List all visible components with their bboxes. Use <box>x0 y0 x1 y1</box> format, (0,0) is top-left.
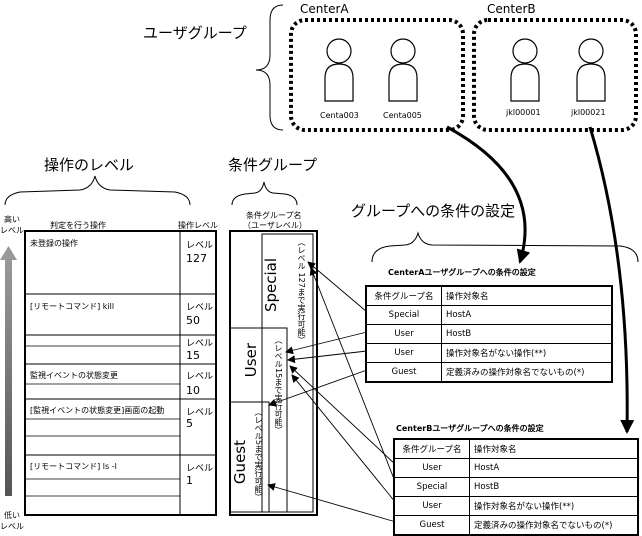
tableA-row-4-group: Guest <box>365 362 442 383</box>
tableA-row-1-group: Special <box>365 305 442 325</box>
op-row-1-level: 127 <box>186 252 207 265</box>
tableA-col1-header: 条件グループ名 <box>365 285 442 306</box>
centerA-name: CenterA <box>300 2 349 16</box>
op-row-5-level-label: レベル <box>186 408 214 418</box>
tableB-row-3-group: User <box>393 496 470 516</box>
tableA-row-2-group: User <box>365 324 442 344</box>
op-row-2-name: [リモートコマンド] kill <box>30 302 115 311</box>
centerB-name: CenterB <box>487 2 536 16</box>
tableA-row-3-group: User <box>365 343 442 363</box>
tableB-row-1-group: User <box>393 458 470 478</box>
tableB-title: CenterBユーザグループへの条件の設定 <box>396 424 544 433</box>
tableA-row-1-target: HostA <box>441 305 613 325</box>
tableB-row-1-target: HostA <box>469 458 639 478</box>
axis-low-label: 低い <box>4 511 20 520</box>
user-icon-jkl00021 <box>576 38 606 102</box>
tableB-row-2-target: HostB <box>469 477 639 497</box>
op-row-5-level: 5 <box>186 417 193 430</box>
cond-guest-note: （レベル5まで実行可能） <box>254 408 263 502</box>
group-condition-brace <box>371 231 639 263</box>
operation-table-box <box>24 230 217 516</box>
op-row-6-level-label: レベル <box>186 464 214 474</box>
user-name-jkl00001: jkl00001 <box>506 108 541 117</box>
op-row-1-name: 未登録の操作 <box>30 239 78 248</box>
centerA-to-tableA-arrow <box>446 125 531 264</box>
cond-user-note: （レベル15まで実行可能） <box>274 336 283 435</box>
user-group-label: ユーザグループ <box>143 24 247 42</box>
axis-high-label: 高い <box>4 215 20 224</box>
user-icon-jkl00001 <box>510 38 540 102</box>
centerB-to-tableB-arrow <box>588 126 635 434</box>
centerB-group-box <box>472 18 638 132</box>
user-name-jkl00021: jkl00021 <box>571 108 606 117</box>
group-condition-title: グループへの条件の設定 <box>351 202 516 220</box>
user-group-brace <box>255 4 284 131</box>
op-row-5-name: [監視イベントの状態変更]画面の起動 <box>30 406 165 415</box>
tableA-row-4-target: 定義済みの操作対象名でないもの(*) <box>441 362 613 383</box>
tableB-row-4-group: Guest <box>393 515 470 536</box>
tableA-col2-header: 操作対象名 <box>441 285 613 306</box>
cond-special-note: （レベル 127まで実行可能） <box>297 238 306 344</box>
op-row-2-level-label: レベル <box>186 303 214 313</box>
cond-guest-label: Guest <box>231 440 249 485</box>
op-row-4-level-label: レベル <box>186 372 214 382</box>
tableA-row-3-target: 操作対象名がない操作(**) <box>441 343 613 363</box>
tableB-col2-header: 操作対象名 <box>469 438 639 459</box>
op-row-4-level: 10 <box>186 384 200 397</box>
cond-group-header-1: 条件グループ名 <box>246 211 302 220</box>
level-axis-shaft <box>5 258 12 496</box>
operation-level-brace <box>4 175 191 206</box>
level-axis-arrowhead <box>0 246 17 260</box>
user-name-centa005: Centa005 <box>383 111 422 120</box>
tableB-row-3-target: 操作対象名がない操作(**) <box>469 496 639 516</box>
op-row-4-name: 監視イベントの状態変更 <box>30 371 118 380</box>
cond-special-label: Special <box>262 258 280 313</box>
op-row-1-level-label: レベル <box>186 241 214 251</box>
tableA-title: CenterAユーザグループへの条件の設定 <box>388 268 536 277</box>
user-icon-centa005 <box>388 38 418 102</box>
op-header-level: 操作レベル <box>178 221 218 230</box>
tableB-row-4-target: 定義済みの操作対象名でないもの(*) <box>469 515 639 536</box>
tableB-col1-header: 条件グループ名 <box>393 438 470 459</box>
centerA-group-box <box>289 18 465 132</box>
op-row-6-name: [リモートコマンド] ls -l <box>30 462 117 471</box>
cond-user-label: User <box>242 343 260 378</box>
tableA-row-2-target: HostB <box>441 324 613 344</box>
axis-low-level-label: レベル <box>0 522 24 531</box>
cond-group-header-2: （ユーザレベル） <box>243 221 307 230</box>
user-name-centa003: Centa003 <box>320 111 359 120</box>
op-row-2-level: 50 <box>186 314 200 327</box>
condition-group-title: 条件グループ <box>228 156 318 174</box>
condition-group-brace <box>231 181 298 206</box>
op-header-operation: 判定を行う操作 <box>50 221 106 230</box>
user-icon-centa003 <box>324 38 354 102</box>
op-row-6-level: 1 <box>186 474 193 487</box>
operation-level-title: 操作のレベル <box>44 156 135 174</box>
op-row-3-level: 15 <box>186 349 200 362</box>
tableB-row-2-group: Special <box>393 477 470 497</box>
axis-high-level-label: レベル <box>0 226 24 235</box>
op-row-3-level-label: レベル <box>186 339 214 349</box>
